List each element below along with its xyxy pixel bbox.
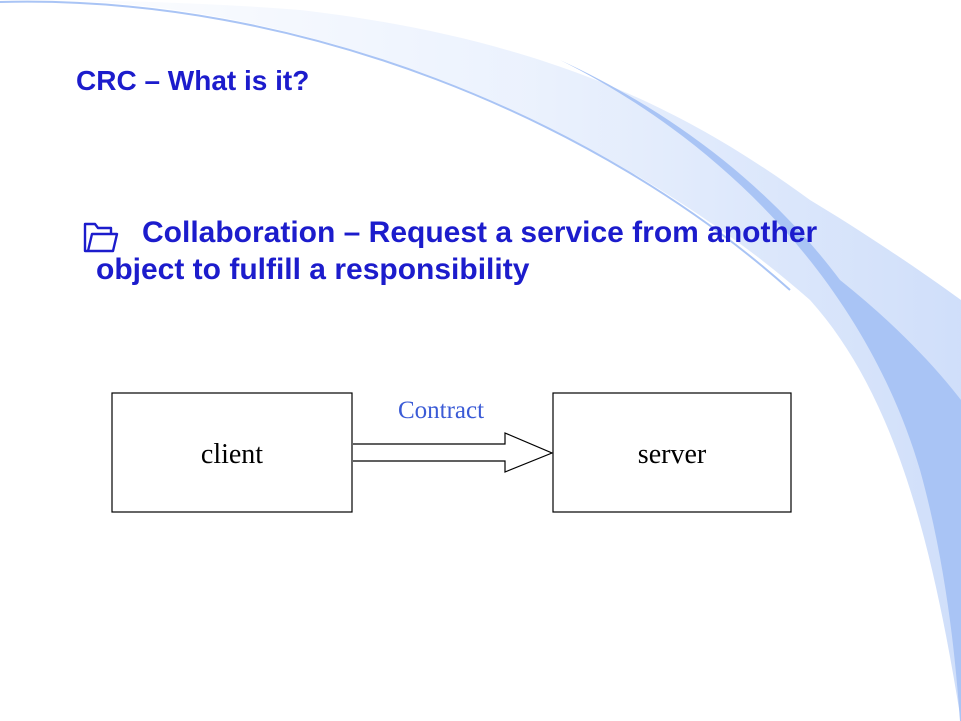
slide-title: CRC – What is it? xyxy=(76,65,310,96)
bullet-text: Collaboration – Request a service from a… xyxy=(96,216,818,286)
open-folder-icon xyxy=(83,222,119,253)
server-box xyxy=(552,392,792,513)
bullet-item: Collaboration – Request a service from a… xyxy=(82,214,882,288)
client-label: client xyxy=(201,439,263,470)
server-label: server xyxy=(638,439,707,470)
contract-arrow xyxy=(353,432,554,473)
client-box xyxy=(111,392,353,513)
contract-label: Contract xyxy=(398,397,484,424)
